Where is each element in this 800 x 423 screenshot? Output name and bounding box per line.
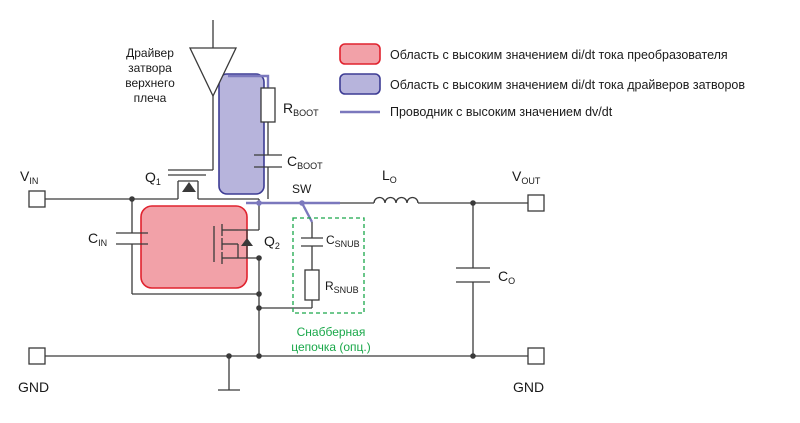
legend-label-converter-loop: Область с высоким значением di/dt тока п… <box>390 48 728 62</box>
gnd-left-terminal <box>28 347 46 365</box>
junction-dot <box>299 200 305 206</box>
snubber-network <box>292 217 365 314</box>
vin-label: VIN <box>20 168 38 186</box>
junction-dot <box>256 291 262 297</box>
junction-dot <box>256 353 262 359</box>
legend: Область с высоким значением di/dt тока п… <box>339 43 745 119</box>
q2-mosfet <box>213 224 253 264</box>
cboot-label: CBOOT <box>287 153 323 171</box>
legend-label-driver-loop: Область с высоким значением di/dt тока д… <box>390 78 745 92</box>
junction-dot <box>129 196 135 202</box>
cboot-capacitor <box>254 154 282 168</box>
rboot-resistor <box>260 87 276 123</box>
converter-loop-region <box>140 205 248 289</box>
junction-dot <box>256 305 262 311</box>
snubber-caption-line1: Снабберная <box>297 325 366 339</box>
driver-loop-region <box>218 73 265 195</box>
legend-swatch-converter-loop <box>339 43 381 65</box>
gnd-right-label: GND <box>513 379 544 395</box>
cin-label: CIN <box>88 230 107 248</box>
co-label: CO <box>498 268 515 286</box>
junction-dot <box>226 353 232 359</box>
driver-caption-line2: затвора <box>128 61 172 75</box>
snubber-box <box>292 217 365 314</box>
q1-body-diode-icon <box>182 182 196 192</box>
vout-label: VOUT <box>512 168 541 186</box>
rsnub-label: RSNUB <box>325 279 359 295</box>
rboot-label: RBOOT <box>283 100 319 118</box>
legend-swatch-driver-loop <box>339 73 381 95</box>
junction-dots <box>129 196 476 359</box>
co-capacitor <box>456 267 490 283</box>
lo-label: LO <box>382 167 397 185</box>
gnd-left-label: GND <box>18 379 49 395</box>
driver-caption-line1: Драйвер <box>126 46 174 60</box>
vout-terminal <box>527 194 545 212</box>
junction-dot <box>256 200 262 206</box>
vin-terminal <box>28 190 46 208</box>
csnub-label: CSNUB <box>326 233 360 249</box>
snubber-caption-line2: цепочка (опц.) <box>291 340 370 354</box>
q2-label: Q2 <box>264 233 280 251</box>
gnd-right-terminal <box>527 347 545 365</box>
q1-label: Q1 <box>145 169 161 187</box>
driver-caption-line4: плеча <box>134 91 167 105</box>
q1-mosfet <box>168 174 206 199</box>
cin-capacitor <box>116 232 148 245</box>
sw-label: SW <box>292 182 312 196</box>
junction-dot <box>256 255 262 261</box>
junction-dot <box>470 353 476 359</box>
driver-caption-line3: верхнего <box>125 76 175 90</box>
wiring <box>45 75 528 391</box>
lo-inductor <box>373 196 419 204</box>
rsnub-resistor <box>304 269 320 301</box>
legend-label-dvdt-conductor: Проводник с высоким значением dv/dt <box>390 105 613 119</box>
junction-dot <box>470 200 476 206</box>
